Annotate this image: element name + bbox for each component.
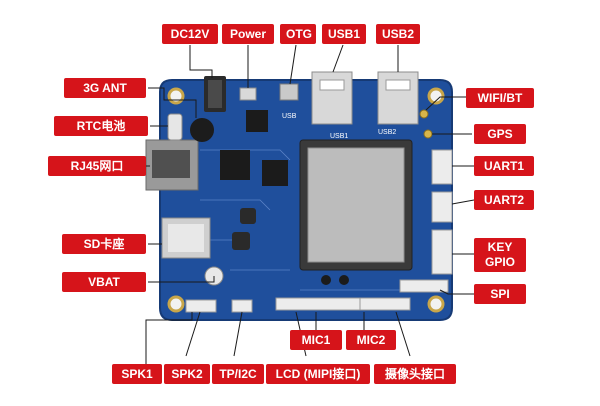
spk-connector (185, 299, 217, 313)
label-mic1: MIC1 (290, 330, 342, 350)
usb-hub-chip (246, 110, 268, 132)
label-spi: SPI (474, 284, 526, 304)
dc12v-jack (204, 76, 226, 112)
label-wifi-bt: WIFI/BT (466, 88, 534, 108)
silk-usb: USB (282, 113, 297, 120)
rtc-battery (167, 113, 183, 141)
rj45-jack (145, 139, 199, 191)
label-tp-i2c: TP/I2C (212, 364, 264, 384)
tp-i2c-connector (231, 299, 253, 313)
wifi-antenna-connector (419, 109, 429, 119)
label-uart1: UART1 (474, 156, 534, 176)
mic2-element (339, 275, 349, 285)
camera-connector (359, 297, 411, 311)
label-power: Power (222, 24, 274, 44)
label-usb2: USB2 (376, 24, 420, 44)
ethernet-chip (220, 150, 250, 180)
label-rtc: RTC电池 (54, 116, 148, 136)
silk-usb1: USB1 (330, 133, 348, 140)
label-lcd: LCD (MIPI接口) (266, 364, 370, 384)
mounting-holes (167, 87, 445, 313)
label-camera: 摄像头接口 (374, 364, 456, 384)
leader-lines (145, 44, 475, 364)
label-key-gpio: KEY GPIO (474, 238, 526, 272)
label-spk1: SPK1 (112, 364, 162, 384)
label-gpio: GPIO (484, 255, 515, 269)
label-mic2: MIC2 (346, 330, 396, 350)
uart2-connector (431, 191, 453, 223)
label-otg: OTG (280, 24, 316, 44)
usb2-port (377, 71, 419, 125)
inductor-2 (240, 208, 256, 224)
key-gpio-connector (431, 229, 453, 275)
label-sd: SD卡座 (62, 234, 146, 254)
label-key: KEY (487, 240, 513, 254)
label-gps: GPS (474, 124, 526, 144)
gps-antenna-connector (423, 129, 433, 139)
core-module (299, 139, 413, 271)
coin-cell (190, 118, 214, 142)
lcd-connector (275, 297, 363, 311)
label-rj45: RJ45网口 (48, 156, 146, 176)
label-spk2: SPK2 (164, 364, 210, 384)
otg-port (279, 83, 299, 101)
sd-card-slot (161, 217, 211, 259)
usb1-port (311, 71, 353, 125)
uart1-connector (431, 149, 453, 185)
label-3g-ant: 3G ANT (64, 78, 146, 98)
silk-usb2: USB2 (378, 129, 396, 136)
spi-connector (399, 279, 449, 293)
label-vbat: VBAT (62, 272, 146, 292)
label-uart2: UART2 (474, 190, 534, 210)
inductor-1 (232, 232, 250, 250)
label-usb1: USB1 (322, 24, 366, 44)
label-dc12v: DC12V (162, 24, 218, 44)
pmic-chip (262, 160, 288, 186)
mic1-element (321, 275, 331, 285)
power-button (239, 87, 257, 101)
